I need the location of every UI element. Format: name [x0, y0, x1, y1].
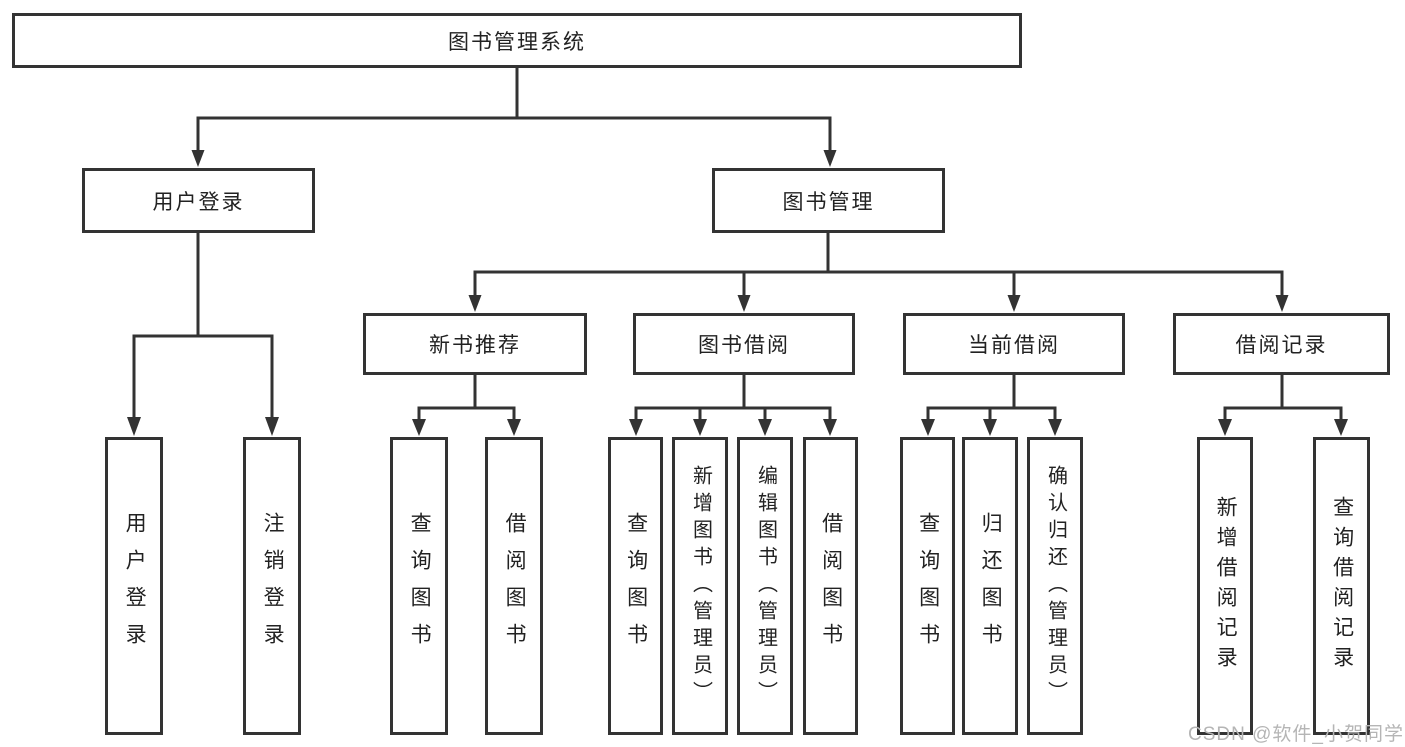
connector-records-to-leaves	[1218, 375, 1348, 436]
node-new-book-recommend: 新书推荐	[363, 313, 587, 375]
node-label: 用户登录	[152, 190, 245, 214]
leaf-label: 新增图书（管理员）	[689, 464, 712, 708]
node-current-borrow: 当前借阅	[903, 313, 1125, 375]
leaf-label: 确认归还（管理员）	[1044, 464, 1067, 708]
leaf-label: 新增借阅记录	[1214, 496, 1238, 676]
leaf-label: 借阅图书	[819, 512, 843, 660]
leaf-label: 归还图书	[979, 512, 1003, 660]
leaf-borrow-query-books: 查询图书	[608, 437, 663, 735]
connector-userlogin-to-leaves	[127, 233, 279, 436]
node-label: 图书管理系统	[448, 30, 586, 54]
leaf-label: 查询借阅记录	[1330, 496, 1354, 676]
leaf-borrow-borrow-books: 借阅图书	[803, 437, 858, 735]
connector-root-to-level2	[191, 68, 837, 167]
leaf-label: 查询图书	[408, 512, 432, 660]
node-book-management: 图书管理	[712, 168, 945, 233]
node-user-login: 用户登录	[82, 168, 315, 233]
leaf-recommend-borrow-books: 借阅图书	[485, 437, 543, 735]
node-label: 图书借阅	[698, 334, 790, 357]
node-borrow-records: 借阅记录	[1173, 313, 1390, 375]
connector-bookmgmt-to-level3	[468, 233, 1289, 312]
leaf-return-book: 归还图书	[962, 437, 1018, 735]
csdn-watermark: CSDN @软件_小贺同学	[1188, 724, 1404, 745]
node-label: 新书推荐	[429, 334, 521, 357]
connector-recommend-to-leaves	[412, 375, 521, 436]
leaf-current-query-books: 查询图书	[900, 437, 955, 735]
node-library-management-system: 图书管理系统	[12, 13, 1022, 68]
leaf-label: 查询图书	[624, 512, 648, 660]
leaf-add-book-admin: 新增图书（管理员）	[672, 437, 728, 735]
node-label: 图书管理	[782, 190, 875, 214]
leaf-label: 用户登录	[123, 512, 147, 660]
leaf-label: 编辑图书（管理员）	[754, 464, 777, 708]
leaf-logout: 注销登录	[243, 437, 301, 735]
leaf-query-borrow-record: 查询借阅记录	[1313, 437, 1370, 735]
leaf-label: 注销登录	[261, 512, 285, 660]
leaf-label: 借阅图书	[503, 512, 527, 660]
leaf-confirm-return-admin: 确认归还（管理员）	[1027, 437, 1083, 735]
connector-current-to-leaves	[921, 375, 1062, 436]
leaf-recommend-query-books: 查询图书	[390, 437, 448, 735]
node-label: 借阅记录	[1235, 334, 1328, 357]
connector-borrow-to-leaves	[629, 375, 837, 436]
node-book-borrow: 图书借阅	[633, 313, 855, 375]
node-label: 当前借阅	[968, 334, 1060, 357]
leaf-edit-book-admin: 编辑图书（管理员）	[737, 437, 793, 735]
leaf-user-login: 用户登录	[105, 437, 163, 735]
leaf-label: 查询图书	[916, 512, 940, 660]
leaf-add-borrow-record: 新增借阅记录	[1197, 437, 1253, 735]
